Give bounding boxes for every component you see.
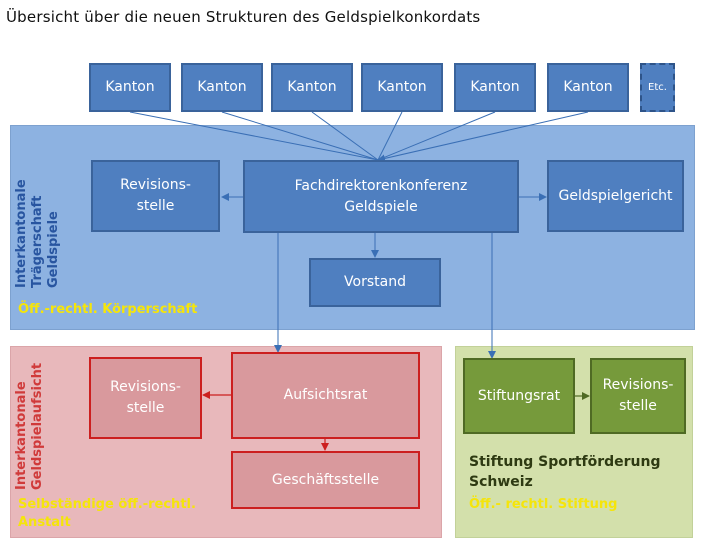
traegerschaft-vertical-label: Interkantonale Trägerschaft Geldspiele [14, 158, 72, 288]
canton-line-4 [377, 111, 403, 161]
aufsichtsrat-label: Aufsichtsrat [283, 387, 368, 403]
canton-line-5 [377, 111, 496, 161]
revisionsstelle-line: Revisions- [120, 177, 191, 193]
revisionsstelle-line: stelle [126, 400, 165, 416]
fachdirektorenkonferenz-line: Fachdirektorenkonferenz [294, 177, 468, 194]
red-revisionsstelle-box: Revisions- stelle [89, 357, 202, 439]
vertical-label-line: Trägerschaft [30, 195, 45, 289]
anstalt-label-line: Anstalt [18, 515, 71, 530]
revisionsstelle-box: Revisions- stelle [91, 160, 220, 232]
stiftung-sportfoerderung-label: Stiftung Sportförderung Schweiz [469, 452, 661, 492]
geschaeftsstelle-label: Geschäftsstelle [271, 471, 380, 488]
geschaeftsstelle-box: Geschäftsstelle [231, 451, 420, 509]
kanton-box-2: Kanton [181, 63, 263, 112]
revisionsstelle-line: Revisions- [602, 377, 674, 393]
stiftung-type-label: Öff.- rechtl. Stiftung [469, 497, 618, 512]
kanton-label: Kanton [105, 79, 155, 95]
stiftungsrat-box: Stiftungsrat [463, 358, 575, 434]
anstalt-label: Selbständige öff.-rechtl. Anstalt [18, 496, 196, 532]
geldspielgericht-box: Geldspielgericht [547, 160, 684, 232]
vertical-label-line: Geldspielaufsicht [30, 362, 45, 490]
kanton-label: Kanton [197, 79, 247, 95]
green-revisionsstelle-box: Revisions- stelle [590, 358, 686, 434]
kanton-box-3: Kanton [271, 63, 353, 112]
canton-line-1 [129, 111, 379, 161]
koerperschaft-label: Öff.-rechtl. Körperschaft [18, 302, 198, 317]
revisionsstelle-line: Revisions- [110, 379, 181, 395]
kanton-label: Kanton [287, 79, 337, 95]
stiftung-label-line: Stiftung Sportförderung [469, 454, 661, 470]
stiftungsrat-label: Stiftungsrat [477, 387, 561, 404]
aufsichtsrat-box: Aufsichtsrat [231, 352, 420, 439]
revisionsstelle-line: stelle [619, 398, 657, 414]
stiftung-label-line: Schweiz [469, 474, 533, 490]
vertical-label-line: Interkantonale [14, 381, 29, 490]
revisionsstelle-line: stelle [136, 198, 175, 214]
kanton-box-4: Kanton [361, 63, 443, 112]
fachdirektorenkonferenz-line: Geldspiele [344, 198, 418, 215]
vorstand-label: Vorstand [344, 274, 406, 290]
canton-line-3 [311, 111, 379, 161]
fachdirektorenkonferenz-box: Fachdirektorenkonferenz Geldspiele [243, 160, 519, 233]
kanton-box-6: Kanton [547, 63, 629, 112]
anstalt-label-line: Selbständige öff.-rechtl. [18, 497, 196, 512]
kanton-label: Kanton [377, 79, 427, 95]
kanton-label: Kanton [470, 79, 520, 95]
etc-box: Etc. [640, 63, 675, 112]
vertical-label-line: Geldspiele [46, 211, 61, 288]
kanton-label: Kanton [563, 79, 613, 95]
page-title: Übersicht über die neuen Strukturen des … [6, 8, 481, 26]
kanton-box-1: Kanton [89, 63, 171, 112]
vertical-label-line: Interkantonale [14, 179, 29, 288]
canton-line-6 [377, 111, 589, 163]
geldspielgericht-label: Geldspielgericht [558, 187, 673, 204]
canton-line-2 [221, 111, 379, 161]
kanton-box-5: Kanton [454, 63, 536, 112]
vorstand-box: Vorstand [309, 258, 441, 307]
geldspielaufsicht-vertical-label: Interkantonale Geldspielaufsicht [14, 362, 56, 490]
etc-label: Etc. [648, 82, 667, 93]
